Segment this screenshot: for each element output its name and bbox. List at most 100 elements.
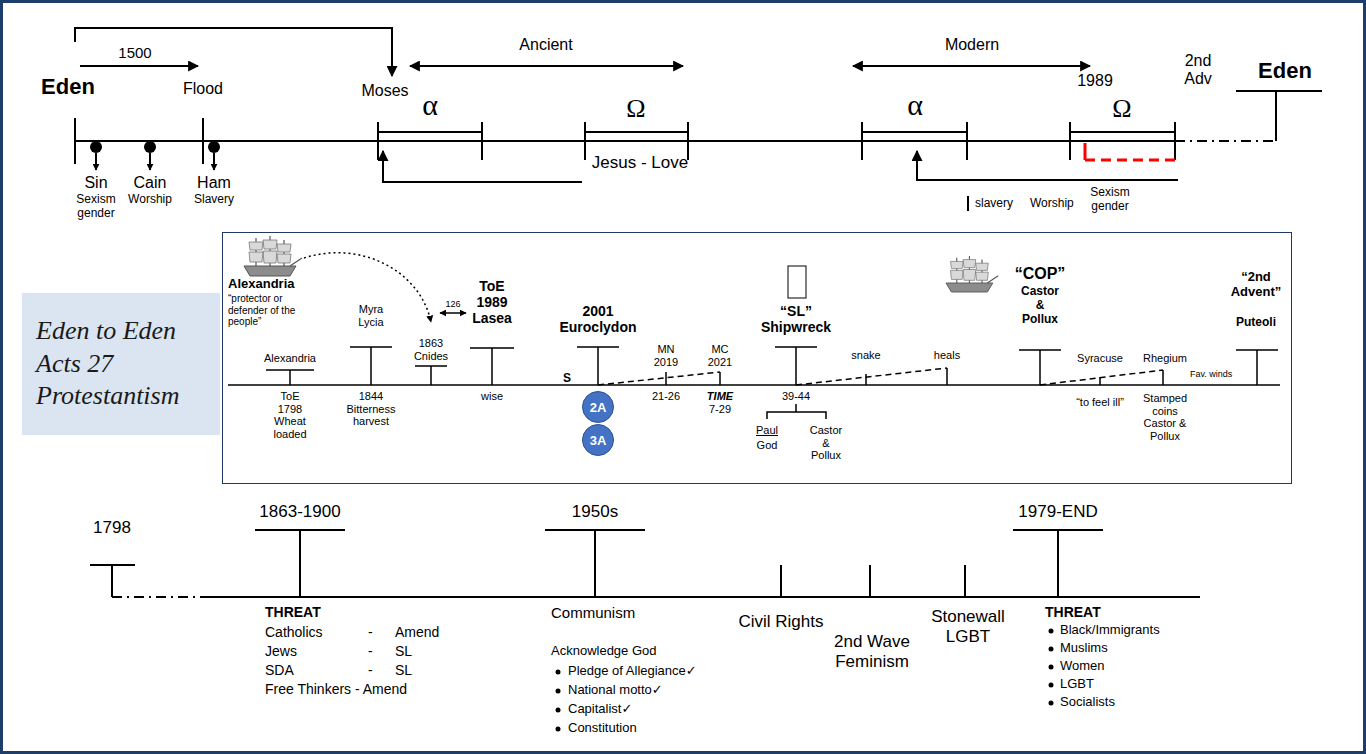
dashed-line [1040, 370, 1163, 385]
ship-sail [951, 260, 989, 281]
table-cell: Catholics [265, 624, 323, 640]
place-label: Myra Lycia [354, 303, 389, 328]
timeline-line [75, 140, 1175, 142]
return-arrow [917, 151, 1178, 180]
issue-label: Sexism gender [71, 193, 121, 221]
stage-circle: 2A [582, 391, 614, 423]
verse-label: 7-29 [709, 403, 731, 416]
issue-label: Sexism gender [1085, 186, 1135, 214]
year-label: 1989 [1077, 72, 1113, 90]
note-label: “protector or defender of the people” [228, 293, 320, 328]
timeline-tick [545, 530, 645, 597]
event-label: Castor & Pollux [1018, 285, 1063, 326]
dashed-line [796, 368, 947, 385]
circle-text: 3A [590, 434, 607, 447]
heading-label: THREAT [1045, 604, 1101, 620]
dashed-line [598, 372, 720, 385]
place-label: Puteoli [1236, 316, 1276, 330]
event-label: snake [851, 349, 880, 362]
circle-fill [583, 392, 614, 423]
issue-label: Slavery [194, 193, 234, 207]
timeline-tick [781, 565, 965, 597]
bullet-item: Pledge of Allegiance✓ [568, 664, 697, 679]
ship-hull [946, 283, 993, 292]
divider-bar [967, 196, 969, 211]
bullet [1049, 683, 1054, 688]
bullet-item: Capitalist✓ [568, 702, 632, 717]
year-label: 1863-1900 [259, 502, 340, 522]
era-arrow [853, 65, 1090, 67]
theme-label: Jesus - Love [592, 153, 688, 173]
note-label: Stamped coins Castor & Pollux [1140, 392, 1190, 443]
circle-fill [583, 425, 614, 456]
span-label: 1500 [118, 44, 151, 61]
event-label: “COP” [1015, 265, 1066, 283]
return-arrow [383, 151, 582, 182]
event-label: Flood [183, 80, 223, 98]
timeline-tick [350, 347, 392, 385]
timeline-tick [1236, 350, 1278, 385]
note-label: Fav. winds [1190, 369, 1232, 379]
voyage-panel: Alexandria“protector or defender of the … [222, 232, 1292, 484]
event-label: Sin [84, 174, 107, 192]
table-cell: - [368, 624, 373, 640]
place-label: Alexandria [228, 277, 294, 292]
note-label: ToE 1798 Wheat loaded [270, 390, 310, 441]
table-cell: - [368, 662, 373, 678]
place-label: ToE 1989 Lasea [467, 278, 517, 326]
ship-illustration [244, 236, 302, 276]
event-label: Cain [134, 174, 167, 192]
ship-sail [249, 240, 291, 263]
issue-label: slavery [975, 197, 1013, 211]
ship-illustration [946, 256, 998, 292]
era-label: Ancient [519, 36, 572, 54]
issue-label: Worship [1030, 197, 1074, 211]
event-label: Stonewall LGBT [923, 607, 1013, 646]
stage-circle: 3A [582, 424, 614, 456]
event-label: Moses [361, 82, 408, 100]
endpoint-label: Eden [41, 74, 95, 99]
timeline-tick [470, 348, 514, 385]
event-label: 2nd Wave Feminism [825, 632, 920, 671]
year-label: 1950s [572, 502, 618, 522]
endpoint-label: Eden [1258, 58, 1312, 83]
circle-text: 2A [590, 401, 607, 414]
dash-dot-line [112, 596, 205, 598]
event-label: 2nd Adv [1178, 52, 1218, 89]
year-label: 1979-END [1018, 502, 1097, 522]
timeline-tick [202, 118, 204, 164]
event-label: MN 2019 [650, 343, 682, 368]
pin-arrow [213, 153, 215, 170]
dash-dot-line [1175, 140, 1276, 142]
bullet-item: Socialists [1060, 695, 1115, 710]
voyage-timeline [228, 253, 1280, 419]
verse-label: 39-44 [782, 390, 810, 403]
bullet-item: Women [1060, 659, 1105, 674]
timeline-tick [775, 347, 817, 385]
era-label: Modern [945, 36, 999, 54]
bullet-item: Constitution [568, 721, 637, 736]
timeline-tick [415, 366, 447, 385]
bullet [1049, 647, 1054, 652]
place-label: Alexandria [264, 352, 316, 365]
timeline-tick [255, 530, 345, 597]
event-label: “SL” Shipwreck [756, 303, 836, 335]
period-symbol: Ω [626, 94, 645, 124]
bullet [556, 708, 561, 713]
note-label: Paul [756, 424, 778, 437]
note-label: Acknowledge God [551, 644, 657, 659]
note-label: Castor & Pollux [806, 424, 846, 462]
note-label: 1844 Bitterness harvest [341, 390, 401, 428]
title-box: Eden to Eden Acts 27 Protestantism [22, 293, 220, 435]
period-bracket [862, 122, 967, 160]
timeline-tick [1013, 530, 1103, 597]
timeline-tick [74, 118, 76, 164]
timeline-tick [577, 347, 619, 385]
bullet [1049, 701, 1054, 706]
note-label: “to feel ill” [1075, 396, 1125, 409]
event-label: MC 2021 [704, 343, 736, 368]
title-text: Eden to Eden Acts 27 Protestantism [36, 315, 206, 413]
verse-label: 21-26 [652, 390, 680, 403]
